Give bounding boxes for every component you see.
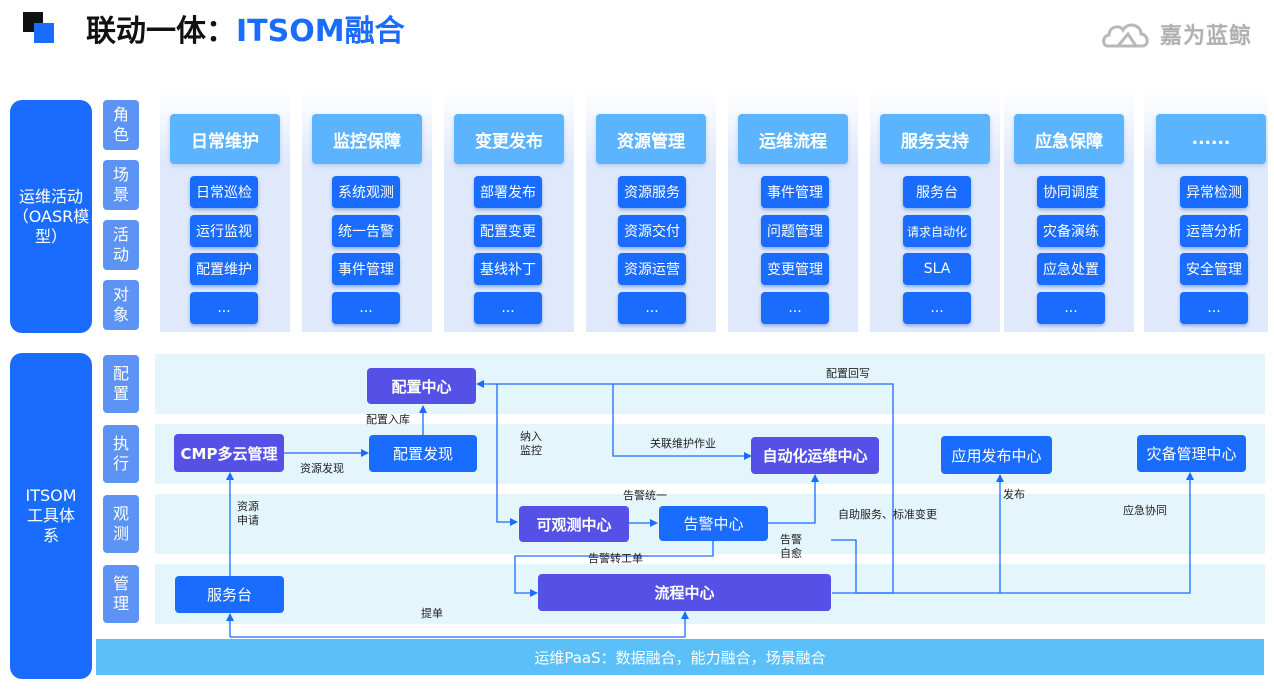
node-cmp: CMP多云管理 [174,434,284,472]
column-item: ... [761,292,829,324]
label-release: 发布 [1003,488,1025,501]
oasr-column-1: 日常维护 日常巡检 运行监视 配置维护 ... [160,92,290,332]
title-highlight: ITSOM融合 [236,14,405,49]
oasr-row-role: 角色 [103,100,139,150]
oasr-column-2: 监控保障 系统观测 统一告警 事件管理 ... [302,92,432,332]
oasr-column-3: 变更发布 部署发布 配置变更 基线补丁 ... [444,92,574,332]
label-alert-self-heal: 告警自愈 [780,533,802,560]
column-item: ... [1037,292,1105,324]
column-header: 服务支持 [880,114,990,164]
oasr-column-5: 运维流程 事件管理 问题管理 变更管理 ... [728,92,858,332]
title-decoration-accent [34,23,54,43]
label-incorporate: 纳入监控 [520,430,542,457]
node-process: 流程中心 [538,574,831,611]
label-alert-ticket: 告警转工单 [588,552,643,565]
label-emergency: 应急协同 [1123,504,1167,517]
paas-bar: 运维PaaS：数据融合，能力融合，场景融合 [96,639,1264,675]
band-execute [155,424,1265,484]
column-item: ... [332,292,400,324]
column-item: 资源服务 [618,176,686,208]
edge-incorporate [496,384,518,526]
column-header: ...... [1156,114,1266,164]
edge-release [832,474,1004,594]
itsom-row-observe: 观测 [103,495,139,553]
label-alert-unify: 告警统一 [623,489,667,502]
edge-alert-self-heal [768,474,819,524]
column-header: 监控保障 [312,114,422,164]
node-disaster: 灾备管理中心 [1137,435,1246,472]
node-app-release: 应用发布中心 [941,436,1052,474]
edge-emergency [1000,472,1194,594]
column-item: 问题管理 [761,215,829,247]
column-item: 事件管理 [761,176,829,208]
itsom-row-config: 配置 [103,355,139,413]
column-item: ... [903,292,971,324]
oasr-column-4: 资源管理 资源服务 资源交付 资源运营 ... [586,92,716,332]
column-item: ... [1180,292,1248,324]
column-item: 请求自动化 [903,215,971,247]
column-item: 服务台 [903,176,971,208]
edge-auto-service [831,539,857,593]
oasr-row-object: 对象 [103,280,139,330]
edge-config-writeback [476,380,894,594]
column-item: 应急处置 [1037,253,1105,285]
column-item: 统一告警 [332,215,400,247]
column-item: 部署发布 [474,176,542,208]
itsom-row-execute: 执行 [103,425,139,483]
cloud-logo-icon [1102,23,1149,48]
oasr-row-scene: 场景 [103,160,139,210]
column-item: 资源运营 [618,253,686,285]
edge-related-ops [612,384,752,460]
label-config-writeback: 配置回写 [826,367,870,380]
oasr-column-7: 应急保障 协同调度 灾备演练 应急处置 ... [1004,92,1134,332]
column-item: 协同调度 [1037,176,1105,208]
label-config-ingest: 配置入库 [366,413,410,426]
itsom-label: ITSOM工具体系 [10,353,92,679]
logo-text: 嘉为蓝鲸 [1160,24,1253,49]
column-item: 系统观测 [332,176,400,208]
node-service-desk: 服务台 [175,576,284,613]
oasr-column-8: ...... 异常检测 运营分析 安全管理 ... [1144,92,1268,332]
label-resource-request: 资源申请 [237,500,259,527]
label-submit: 提单 [421,607,443,620]
column-item: 运行监视 [190,215,258,247]
oasr-column-6: 服务支持 服务台 请求自动化 SLA ... [870,92,1000,332]
column-item: 基线补丁 [474,253,542,285]
oasr-label: 运维活动（OASR模型） [10,100,92,333]
column-header: 资源管理 [596,114,706,164]
column-item: 配置维护 [190,253,258,285]
itsom-row-manage: 管理 [103,565,139,623]
label-resource-discovery: 资源发现 [300,462,344,475]
column-item: 变更管理 [761,253,829,285]
column-item: ... [618,292,686,324]
column-item: 安全管理 [1180,253,1248,285]
node-alert: 告警中心 [659,506,768,541]
column-header: 日常维护 [170,114,280,164]
edge-alert-ticket [514,541,714,597]
column-item: ... [190,292,258,324]
column-item: 事件管理 [332,253,400,285]
title-prefix: 联动一体： [86,14,236,49]
column-item: 运营分析 [1180,215,1248,247]
column-header: 运维流程 [738,114,848,164]
page-title: 联动一体：ITSOM融合 [86,6,405,50]
column-item: ... [474,292,542,324]
column-item: 配置变更 [474,215,542,247]
label-auto-service: 自助服务、标准变更 [838,508,937,521]
column-header: 应急保障 [1014,114,1124,164]
node-observability: 可观测中心 [519,506,629,542]
column-item: 异常检测 [1180,176,1248,208]
column-item: SLA [903,253,971,285]
column-item: 日常巡检 [190,176,258,208]
node-config-discovery: 配置发现 [369,435,477,472]
oasr-row-activity: 活动 [103,220,139,270]
node-config-center: 配置中心 [367,368,476,404]
column-item: 灾备演练 [1037,215,1105,247]
node-auto-ops: 自动化运维中心 [751,437,879,474]
column-header: 变更发布 [454,114,564,164]
label-related-ops: 关联维护作业 [650,437,716,450]
column-item: 资源交付 [618,215,686,247]
